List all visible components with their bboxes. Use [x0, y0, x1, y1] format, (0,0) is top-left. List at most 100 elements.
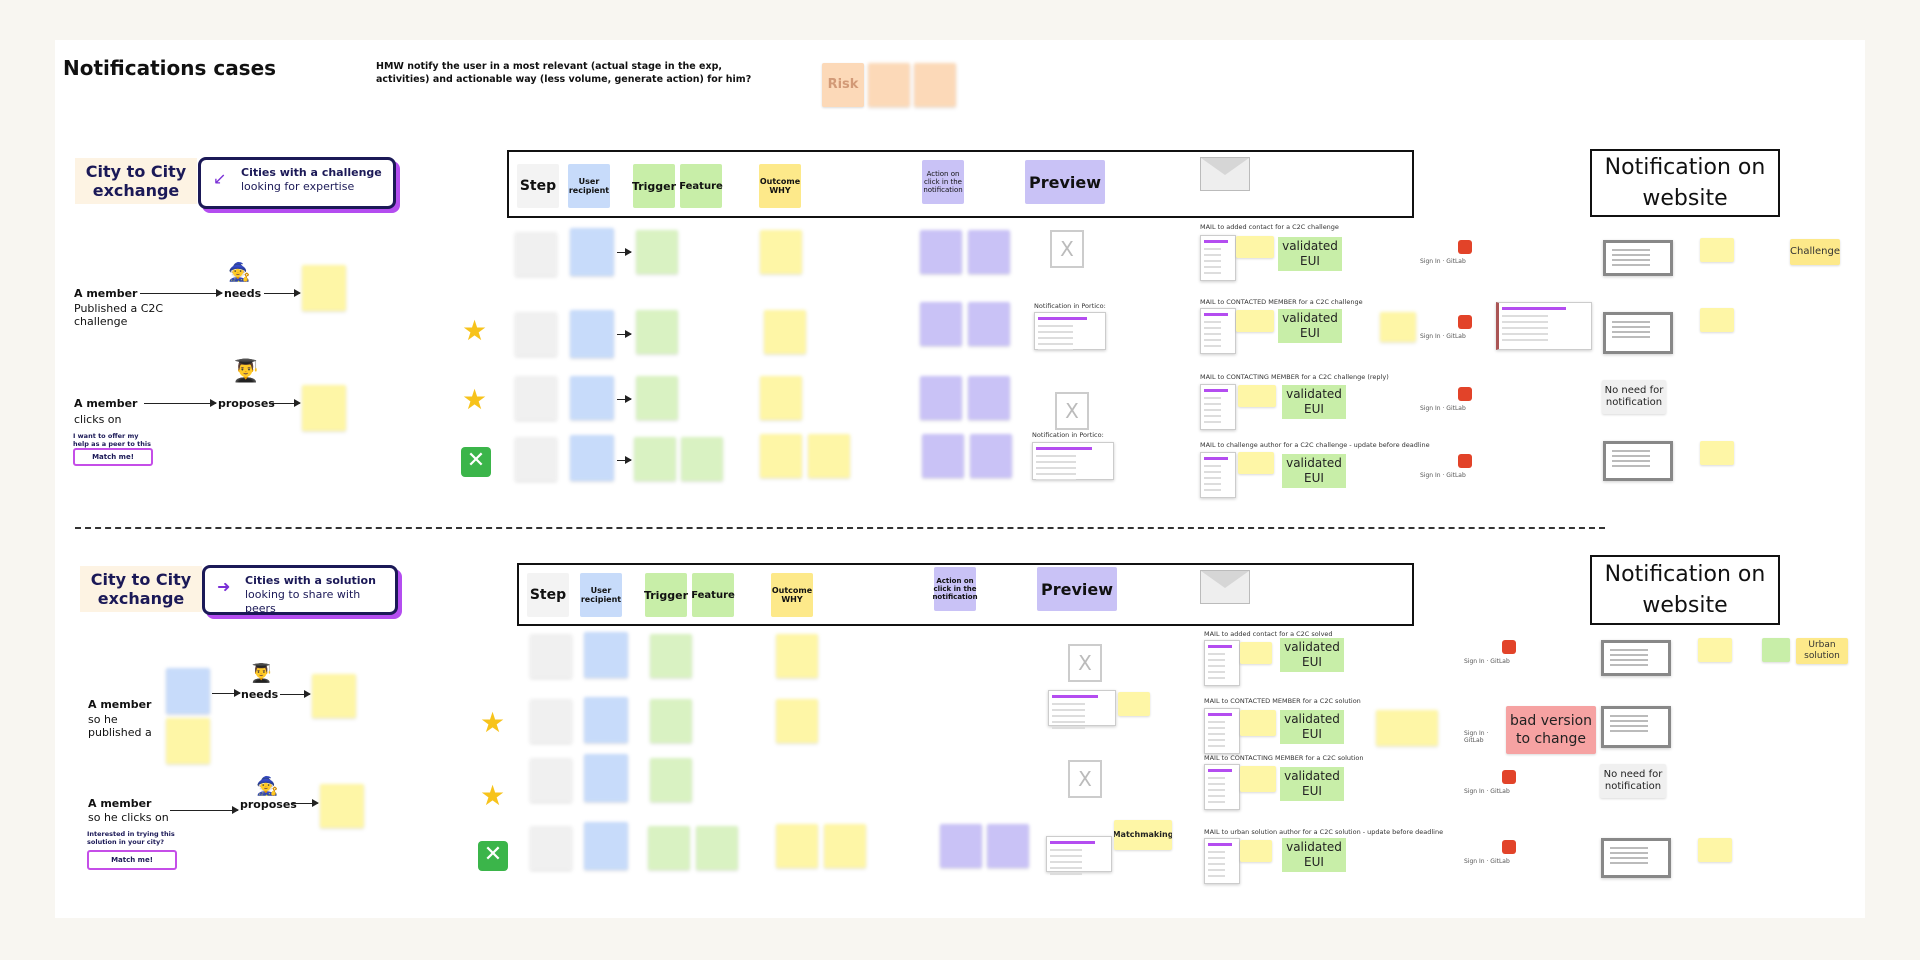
validated-badge[interactable]: validated EUI	[1282, 454, 1346, 488]
challenge-tag[interactable]: Challenge	[1790, 239, 1840, 265]
sticky-note[interactable]	[1376, 710, 1438, 746]
sticky-note[interactable]	[650, 758, 692, 802]
sticky-note[interactable]	[515, 312, 557, 356]
header-feature[interactable]: Feature	[679, 164, 723, 208]
sticky-note[interactable]	[515, 376, 557, 420]
sticky-note[interactable]	[1118, 692, 1150, 716]
sticky-note[interactable]	[530, 699, 572, 743]
sticky-note[interactable]	[1240, 710, 1276, 736]
sticky-note[interactable]	[166, 718, 210, 764]
sticky-note[interactable]	[760, 434, 802, 478]
sticky-note[interactable]	[584, 822, 628, 870]
sticky-note[interactable]	[1236, 310, 1274, 332]
bad-version-note[interactable]: bad version to change	[1506, 706, 1596, 754]
sticky-note[interactable]	[312, 674, 356, 718]
sticky-note[interactable]	[1700, 441, 1734, 465]
sticky-note[interactable]	[584, 754, 628, 802]
sticky-note[interactable]	[1238, 452, 1274, 474]
sticky-note[interactable]	[320, 784, 364, 828]
sticky-note[interactable]	[584, 632, 628, 678]
sticky-note[interactable]	[776, 824, 818, 868]
header-outcome-why[interactable]: Outcome WHY	[771, 573, 813, 617]
sticky-note[interactable]	[968, 376, 1010, 420]
sticky-note[interactable]	[776, 634, 818, 678]
header-outcome-why[interactable]: Outcome WHY	[759, 164, 801, 208]
sticky-note[interactable]	[636, 376, 678, 420]
sticky-note[interactable]	[530, 758, 572, 802]
sticky-note[interactable]	[1236, 236, 1274, 258]
header-trigger[interactable]: Trigger	[644, 573, 688, 617]
validated-badge[interactable]: validated EUI	[1280, 710, 1344, 744]
header-action-on-click[interactable]: Action on click in the notification	[922, 160, 964, 204]
sticky-note[interactable]	[776, 699, 818, 743]
no-need-note[interactable]: No need for notification	[1600, 764, 1666, 798]
sticky-note[interactable]	[636, 310, 678, 354]
sticky-note[interactable]	[764, 310, 806, 354]
match-me-button[interactable]: Match me!	[73, 448, 153, 466]
sticky-note[interactable]	[1762, 638, 1790, 662]
sticky-note[interactable]	[968, 302, 1010, 346]
header-step[interactable]: Step	[517, 164, 559, 208]
sticky-note[interactable]	[570, 376, 614, 420]
sticky-note[interactable]	[922, 434, 964, 478]
sticky-note[interactable]	[515, 232, 557, 276]
sticky-note[interactable]	[634, 437, 676, 481]
risk-note-3[interactable]	[914, 63, 956, 107]
header-user-recipient[interactable]: User recipient	[580, 573, 622, 617]
sticky-note[interactable]	[515, 437, 557, 481]
sticky-note[interactable]	[570, 310, 614, 358]
validated-badge[interactable]: validated EUI	[1278, 309, 1342, 343]
sticky-note[interactable]	[530, 634, 572, 678]
sticky-note[interactable]	[1240, 766, 1276, 792]
validated-badge[interactable]: validated EUI	[1282, 838, 1346, 872]
matchmaking-note[interactable]: Matchmaking	[1114, 820, 1172, 850]
sticky-note[interactable]	[1238, 385, 1276, 407]
header-preview[interactable]: Preview	[1025, 160, 1105, 204]
header-action-on-click[interactable]: Action on click in the notification	[932, 567, 978, 611]
sticky-note[interactable]	[1240, 642, 1272, 664]
sticky-note[interactable]	[940, 824, 982, 868]
sticky-note[interactable]	[760, 376, 802, 420]
sticky-note[interactable]	[570, 228, 614, 276]
header-feature[interactable]: Feature	[691, 573, 735, 617]
header-step[interactable]: Step	[527, 573, 569, 617]
sticky-note[interactable]	[1698, 638, 1732, 662]
header-trigger[interactable]: Trigger	[632, 164, 676, 208]
match-me-button[interactable]: Match me!	[87, 850, 177, 870]
sticky-note[interactable]	[1700, 238, 1734, 262]
no-need-note[interactable]: No need for notification	[1602, 380, 1666, 414]
sticky-note[interactable]	[1240, 840, 1272, 862]
sticky-note[interactable]	[302, 265, 346, 311]
validated-badge[interactable]: validated EUI	[1280, 767, 1344, 801]
sticky-note[interactable]	[570, 435, 614, 481]
urban-solution-tag[interactable]: Urban solution	[1796, 638, 1848, 664]
risk-note[interactable]: Risk	[822, 63, 864, 107]
sticky-note[interactable]	[808, 434, 850, 478]
sticky-note[interactable]	[696, 826, 738, 870]
sticky-note[interactable]	[920, 230, 962, 274]
sticky-note[interactable]	[824, 824, 866, 868]
sticky-note[interactable]	[636, 230, 678, 274]
sticky-note[interactable]	[681, 437, 723, 481]
sticky-note[interactable]	[920, 302, 962, 346]
sticky-note[interactable]	[1700, 308, 1734, 332]
sticky-note[interactable]	[760, 230, 802, 274]
risk-note-2[interactable]	[868, 63, 910, 107]
sticky-note[interactable]	[530, 826, 572, 870]
sticky-note[interactable]	[584, 697, 628, 743]
validated-badge[interactable]: validated EUI	[1280, 638, 1344, 672]
validated-badge[interactable]: validated EUI	[1282, 385, 1346, 419]
sticky-note[interactable]	[650, 634, 692, 678]
sticky-note[interactable]	[648, 826, 690, 870]
sticky-note[interactable]	[920, 376, 962, 420]
sticky-note[interactable]	[970, 434, 1012, 478]
sticky-note[interactable]	[650, 699, 692, 743]
header-user-recipient[interactable]: User recipient	[568, 164, 610, 208]
sticky-note[interactable]	[1698, 838, 1732, 862]
sticky-note[interactable]	[302, 385, 346, 431]
validated-badge[interactable]: validated EUI	[1278, 237, 1342, 271]
sticky-note[interactable]	[968, 230, 1010, 274]
sticky-note[interactable]	[987, 824, 1029, 868]
sticky-note[interactable]	[166, 668, 210, 714]
header-preview[interactable]: Preview	[1037, 567, 1117, 611]
